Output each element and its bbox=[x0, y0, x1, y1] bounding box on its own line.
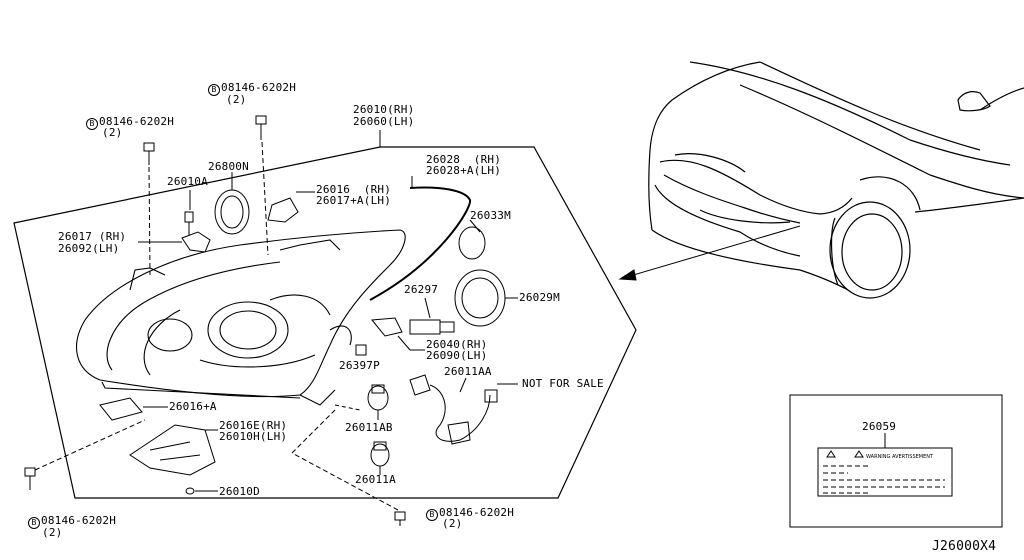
part-26028 bbox=[369, 186, 472, 301]
fastener-qty-bottom-left: (2) bbox=[42, 526, 63, 539]
leader-26040 bbox=[397, 335, 411, 351]
part-26016 bbox=[267, 197, 299, 223]
fastener-code: 08146-6202H bbox=[221, 81, 297, 94]
b-circle-icon: B bbox=[28, 517, 40, 529]
warning-label-title: WARNING AVERTISSEMENT bbox=[866, 454, 934, 460]
socket-b bbox=[409, 374, 431, 396]
connector-a bbox=[484, 389, 498, 403]
label-26028A: 26028+A(LH) bbox=[426, 164, 502, 177]
label-26010A: 26010A bbox=[167, 175, 208, 188]
leader-26011AA bbox=[459, 377, 467, 393]
screw-top bbox=[255, 115, 267, 140]
vehicle-front-illustration bbox=[648, 61, 1024, 299]
leader-screw-top bbox=[261, 141, 269, 256]
part-26011AA bbox=[429, 384, 491, 442]
label-26010D: 26010D bbox=[219, 485, 260, 498]
label-26017A: 26017+A(LH) bbox=[316, 194, 392, 207]
label-26800N: 26800N bbox=[208, 160, 249, 173]
label-26011A: 26011A bbox=[355, 473, 396, 486]
fastener-code: 08146-6202H bbox=[439, 506, 515, 519]
label-26090: 26090(LH) bbox=[426, 349, 488, 362]
socket-c bbox=[447, 421, 471, 445]
part-26010D bbox=[185, 487, 195, 495]
label-26397P: 26397P bbox=[339, 359, 380, 372]
part-26033M bbox=[458, 226, 486, 260]
location-arrowhead bbox=[618, 269, 637, 281]
b-circle-icon: B bbox=[86, 118, 98, 130]
warning-triangle-icon bbox=[826, 450, 836, 458]
label-26092: 26092(LH) bbox=[58, 242, 120, 255]
part-26800N-inner bbox=[220, 195, 244, 229]
part-26016A bbox=[99, 397, 143, 421]
leader-26033M bbox=[469, 219, 481, 233]
warning-triangle-icon-2 bbox=[854, 450, 864, 458]
screw-bottom-mid bbox=[394, 511, 406, 526]
part-26397P bbox=[355, 344, 367, 356]
fastener-qty-top: (2) bbox=[226, 93, 247, 106]
fastener-code: 08146-6202H bbox=[99, 115, 175, 128]
screw-bottom-left bbox=[24, 467, 36, 490]
label-26016E: 26016E(RH) bbox=[219, 419, 288, 432]
b-circle-icon: B bbox=[208, 84, 220, 96]
part-26011AB-base bbox=[371, 384, 385, 394]
label-26297: 26297 bbox=[404, 283, 439, 296]
label-26028: 26028 (RH) bbox=[426, 153, 502, 166]
label-26017: 26017 (RH) bbox=[58, 230, 127, 243]
label-26016: 26016 (RH) bbox=[316, 183, 392, 196]
label-26010H: 26010H(LH) bbox=[219, 430, 288, 443]
label-26016A: 26016+A bbox=[169, 400, 217, 413]
diagram-id: J26000X4 bbox=[932, 539, 997, 554]
part-26297 bbox=[409, 319, 455, 335]
part-26017 bbox=[181, 231, 211, 253]
leader-screw-left-top bbox=[148, 166, 151, 276]
part-26040 bbox=[371, 317, 403, 337]
label-not-for-sale: NOT FOR SALE bbox=[522, 377, 604, 390]
leader-screw-bottom-mid bbox=[291, 452, 399, 511]
part-26016E-detail bbox=[149, 441, 201, 461]
label-26011AB: 26011AB bbox=[345, 421, 393, 434]
leader-screw-bottom-left bbox=[34, 419, 146, 471]
fastener-qty-bottom-mid: (2) bbox=[442, 517, 463, 530]
part-26011A-base bbox=[373, 441, 387, 451]
label-26033M: 26033M bbox=[470, 209, 511, 222]
leader-26297 bbox=[424, 297, 431, 319]
label-26059: 26059 bbox=[862, 420, 897, 433]
headlamp-assembly bbox=[76, 229, 406, 406]
leader-screw-bottom-mid-b bbox=[291, 409, 336, 454]
part-26029M-inner bbox=[461, 277, 499, 319]
warning-label-lines bbox=[823, 465, 945, 494]
part-26016E bbox=[129, 424, 216, 476]
label-26010: 26010(RH) bbox=[353, 103, 415, 116]
part-26010A bbox=[184, 211, 194, 236]
fastener-code: 08146-6202H bbox=[41, 514, 117, 527]
b-circle-icon: B bbox=[426, 509, 438, 521]
fastener-qty-left: (2) bbox=[102, 126, 123, 139]
label-26060: 26060(LH) bbox=[353, 115, 415, 128]
part-26011AB bbox=[367, 385, 389, 411]
leader-dash-a bbox=[334, 404, 361, 411]
location-arrow bbox=[629, 225, 801, 277]
label-26029M: 26029M bbox=[519, 291, 560, 304]
label-26040: 26040(RH) bbox=[426, 338, 488, 351]
warning-label-box bbox=[789, 394, 1003, 528]
part-26800N bbox=[214, 189, 250, 235]
screw-left-top bbox=[143, 142, 155, 165]
label-26011AA: 26011AA bbox=[444, 365, 492, 378]
